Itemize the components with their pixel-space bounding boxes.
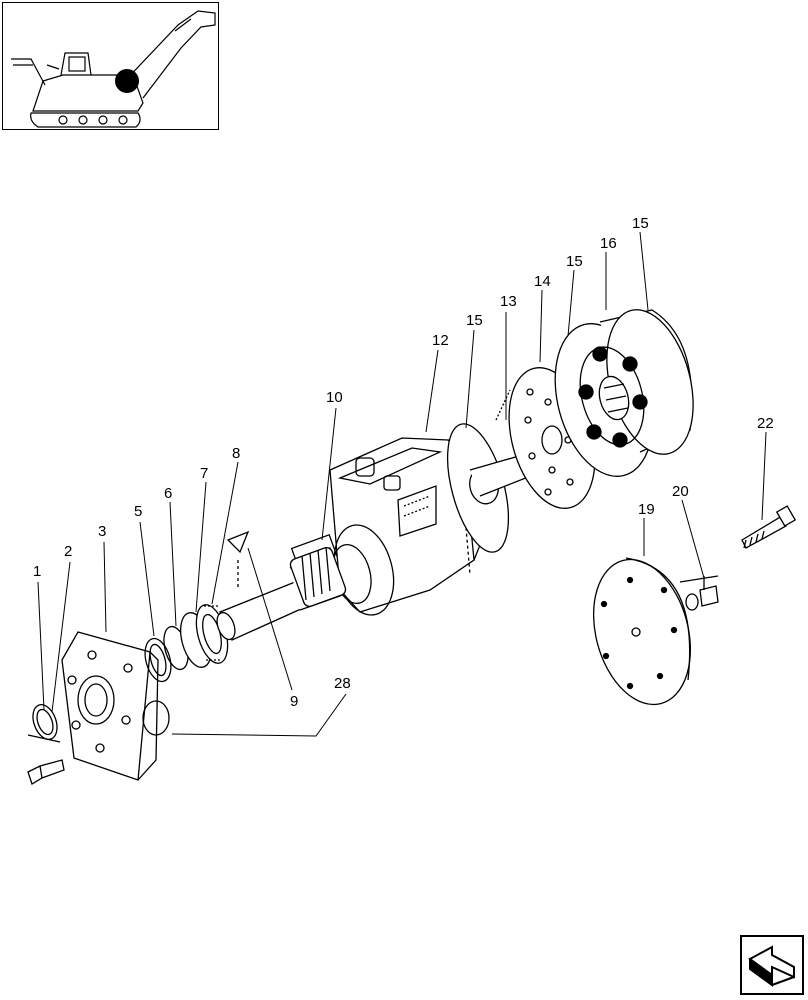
part-1-ring xyxy=(27,704,61,743)
callout-12: 12 xyxy=(432,332,449,349)
callout-16: 16 xyxy=(600,235,617,252)
callout-5: 5 xyxy=(134,503,142,520)
callout-14: 14 xyxy=(534,273,551,290)
callout-13: 13 xyxy=(500,293,517,310)
locator-marker xyxy=(115,69,139,93)
part-19-end-cover xyxy=(592,557,692,706)
callout-7: 7 xyxy=(200,465,208,482)
callout-15-a: 15 xyxy=(466,312,483,329)
part-3-flange xyxy=(61,631,159,781)
callout-labels: 1 2 3 5 6 7 8 9 10 12 13 14 15 15 15 16 … xyxy=(33,215,774,710)
callout-15-c: 15 xyxy=(632,215,649,232)
callout-6: 6 xyxy=(164,485,172,502)
leader-lines xyxy=(37,231,767,737)
track-shape xyxy=(30,112,141,128)
sugarcane-harvester-locator-icon xyxy=(11,10,216,128)
bolt-lower-left xyxy=(27,759,65,785)
part-22-bolt xyxy=(741,505,797,549)
callout-3: 3 xyxy=(98,523,106,540)
part-28-o-ring xyxy=(142,700,170,736)
callout-22: 22 xyxy=(757,415,774,432)
callout-8: 8 xyxy=(232,445,240,462)
locator-thumbnail xyxy=(2,2,219,130)
callout-20: 20 xyxy=(672,483,689,500)
callout-28: 28 xyxy=(334,675,351,692)
part-9-key xyxy=(226,530,250,554)
callout-19: 19 xyxy=(638,501,655,518)
part-20-plug xyxy=(679,575,719,611)
callout-9: 9 xyxy=(290,693,298,710)
callout-1: 1 xyxy=(33,563,41,580)
next-page-button[interactable] xyxy=(740,935,804,995)
callout-15-b: 15 xyxy=(566,253,583,270)
callout-10: 10 xyxy=(326,389,343,406)
part-12-housing xyxy=(329,437,491,616)
next-page-arrow-icon xyxy=(748,945,795,987)
part-10-gear xyxy=(289,546,347,607)
callout-2: 2 xyxy=(64,543,72,560)
part-16-rotor-housing xyxy=(554,309,694,477)
